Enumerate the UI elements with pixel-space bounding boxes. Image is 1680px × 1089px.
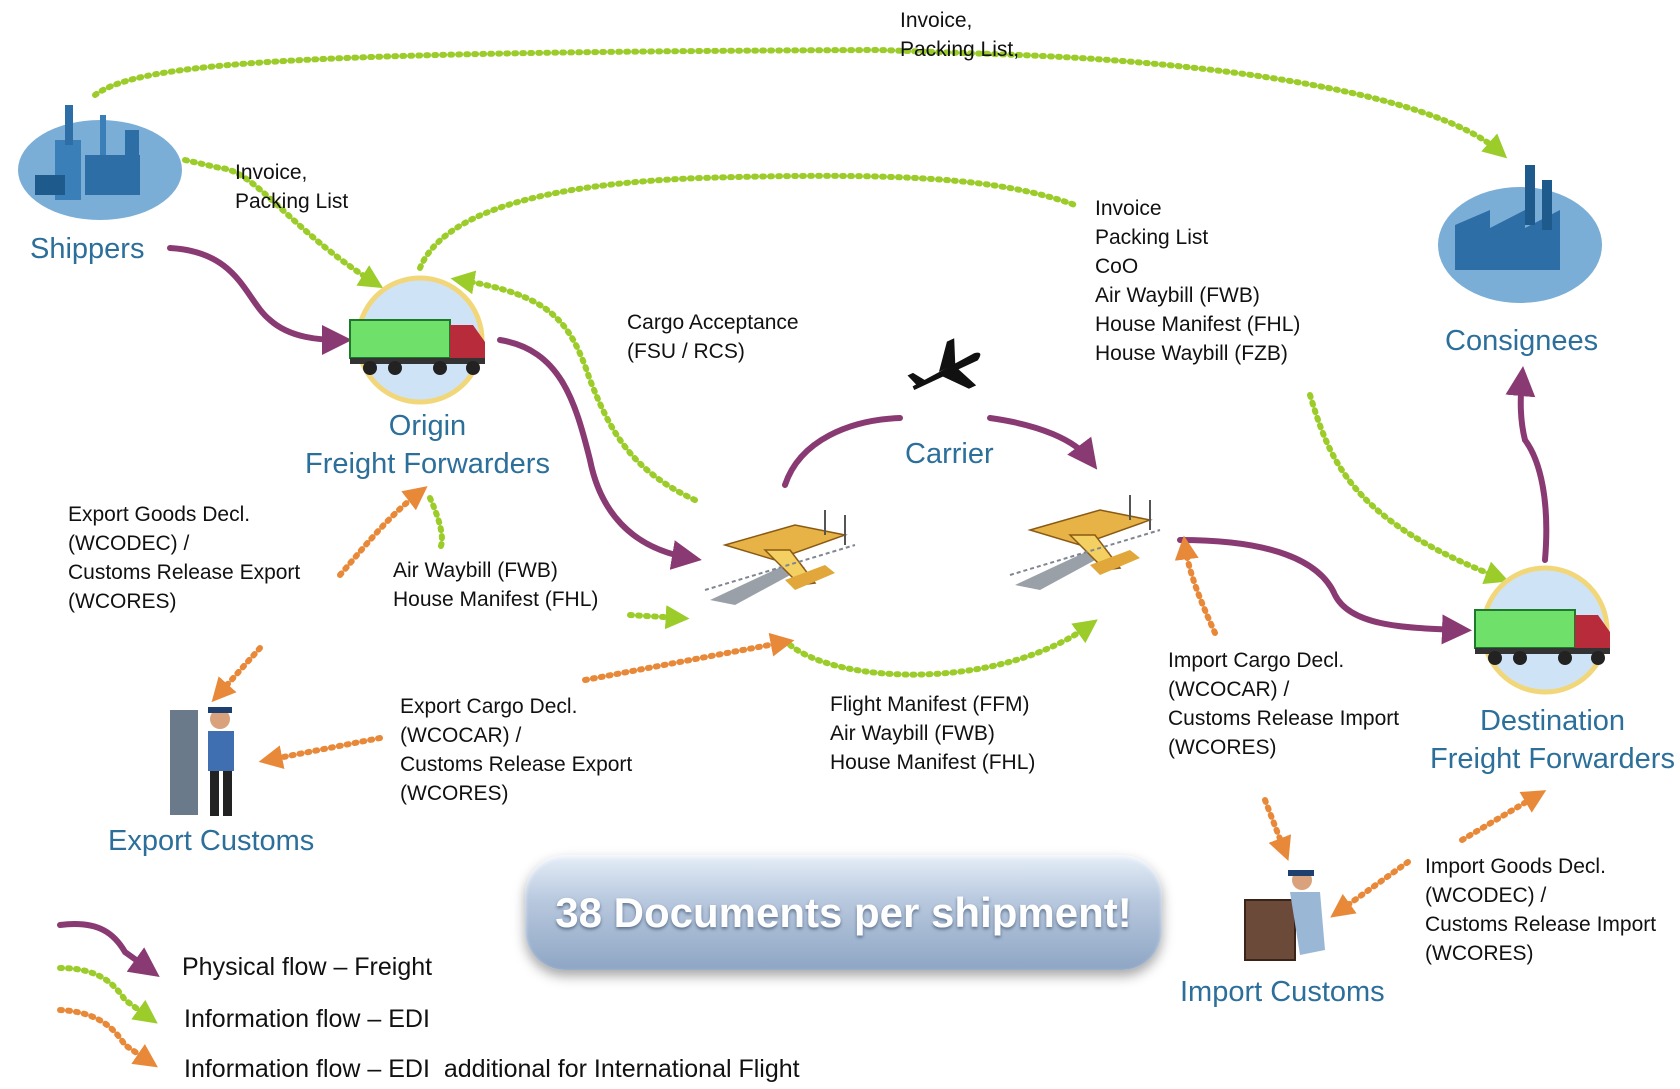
- flight-docs-label: Flight Manifest (FFM) Air Waybill (FWB) …: [830, 693, 1036, 774]
- info-flight-manifest: [787, 619, 1098, 678]
- info-origin-to-airport: [427, 495, 445, 551]
- flow-carrier-arrival: [987, 415, 1098, 470]
- shippers-label: Shippers: [30, 233, 145, 265]
- airport-icon: [1009, 495, 1161, 590]
- top-docs-label: Invoice, Packing List,: [900, 9, 1020, 61]
- intl-export-goods-to-origin: [337, 486, 428, 578]
- import-cargo-label: Import Cargo Decl. (WCOCAR) / Customs Re…: [1168, 649, 1400, 759]
- documents-banner-text: 38 Documents per shipment!: [555, 888, 1132, 936]
- airplane-icon: [907, 338, 981, 390]
- info-flows: [92, 46, 1509, 678]
- legend-info-arrow: [57, 965, 158, 1024]
- customs-officer-icon: [1244, 870, 1325, 961]
- intl-import-goods-to-customs: [1330, 859, 1411, 918]
- intl-export-goods-to-customs: [211, 645, 263, 703]
- shipper-docs-label: Invoice, Packing List: [235, 161, 349, 213]
- export-customs-label: Export Customs: [108, 825, 315, 857]
- info-cargo-acceptance: [450, 270, 698, 503]
- info-fwb-to-airport: [627, 605, 690, 630]
- truck-icon: [1474, 565, 1610, 695]
- intl-import-cargo-to-airport: [1174, 535, 1218, 636]
- legend-info-intl-arrow: [57, 1007, 158, 1068]
- info-docs-to-destination: [1307, 392, 1509, 584]
- flow-airport-to-destination: [1177, 537, 1472, 645]
- legend-physical-label: Physical flow – Freight: [182, 953, 433, 981]
- intl-import-cargo-to-customs: [1262, 797, 1292, 861]
- info-intl-flows: [211, 486, 1547, 918]
- legend-physical-arrow: [57, 921, 160, 978]
- export-cargo-label: Export Cargo Decl. (WCOCAR) / Customs Re…: [400, 695, 633, 805]
- export-goods-label: Export Goods Decl. (WCODEC) / Customs Re…: [68, 503, 301, 613]
- info-origin-to-consignee-docs: [417, 172, 1078, 271]
- origin-to-airport-docs-label: Air Waybill (FWB) House Manifest (FHL): [393, 559, 599, 611]
- import-goods-label: Import Goods Decl. (WCODEC) / Customs Re…: [1425, 855, 1657, 965]
- origin-freight-forwarders-label: Origin Freight Forwarders: [305, 410, 550, 480]
- info-shipper-to-origin: [182, 157, 384, 289]
- documents-banner: 38 Documents per shipment!: [525, 855, 1162, 970]
- flow-carrier-departure: [782, 415, 903, 488]
- legend-info-label: Information flow – EDI: [184, 1005, 430, 1033]
- flow-destination-to-consignee: [1505, 366, 1550, 563]
- flow-shipper-to-origin: [167, 245, 352, 355]
- truck-icon: [349, 275, 485, 405]
- info-shipper-to-consignee: [92, 46, 1508, 159]
- carrier-label: Carrier: [905, 438, 994, 470]
- cargo-acceptance-label: Cargo Acceptance (FSU / RCS): [627, 311, 799, 363]
- airport-icon: [704, 510, 856, 605]
- intl-import-goods-to-destination: [1459, 790, 1547, 843]
- destination-freight-forwarders-label: Destination Freight Forwarders: [1430, 705, 1675, 775]
- legend-info-intl-label: Information flow – EDI additional for In…: [184, 1055, 800, 1083]
- consignee-docs-label: Invoice Packing List CoO Air Waybill (FW…: [1095, 197, 1301, 365]
- customs-officer-icon: [170, 707, 234, 816]
- intl-export-cargo-to-customs: [258, 735, 383, 769]
- import-customs-label: Import Customs: [1180, 976, 1385, 1008]
- factory-icon: [1438, 165, 1602, 303]
- physical-flows: [167, 245, 1550, 645]
- legend-symbols: [57, 921, 160, 1068]
- consignees-label: Consignees: [1445, 325, 1599, 357]
- intl-export-cargo-to-airport: [582, 632, 795, 683]
- factory-icon: [18, 105, 182, 220]
- flow-origin-to-airport: [497, 337, 702, 570]
